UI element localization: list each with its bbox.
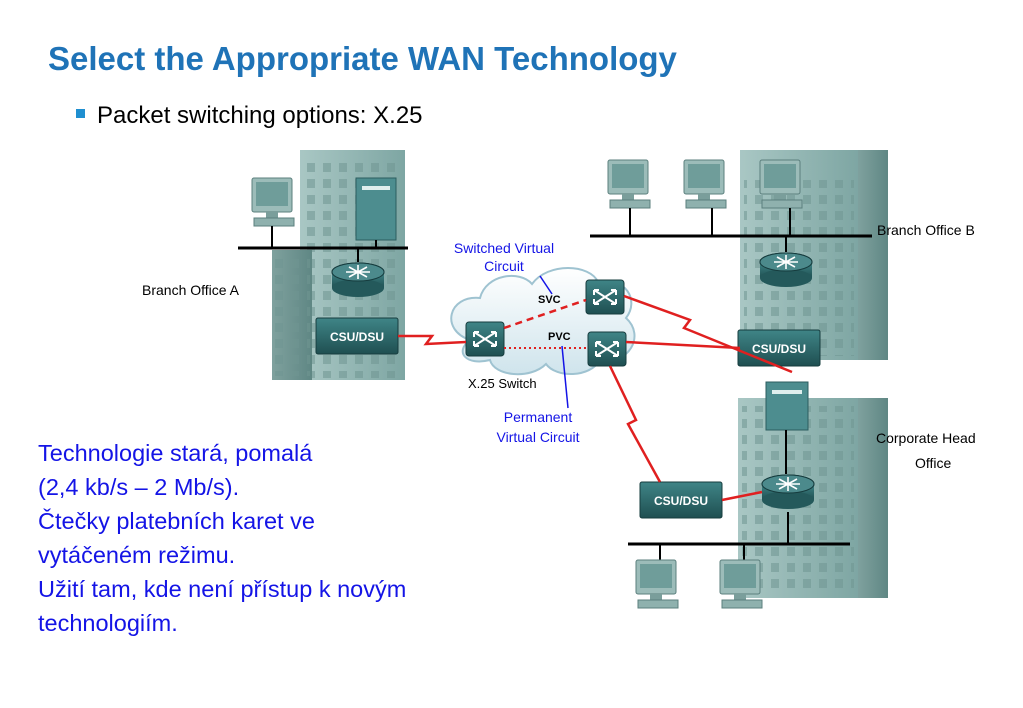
x25-cloud: SVC PVC X.25 Switch xyxy=(450,267,636,391)
branch-b-label: Branch Office B xyxy=(877,222,975,238)
branch-b-pc-3 xyxy=(759,159,803,209)
wan-link-branch-b-lower xyxy=(625,340,741,350)
wan-link-branch-b-upper xyxy=(623,294,793,374)
branch-b-building-side xyxy=(858,150,888,360)
svc-callout-line1: Switched Virtual xyxy=(454,240,554,256)
corporate-label-line2: Office xyxy=(915,455,952,471)
svc-callout-line2: Circuit xyxy=(484,258,524,274)
pvc-label: PVC xyxy=(548,331,571,343)
bullet-text: Packet switching options: X.25 xyxy=(97,102,423,129)
svc-callout-pointer xyxy=(539,275,553,295)
body-line-5: Užití tam, kde není přístup k novým xyxy=(38,576,407,602)
body-line-3: Čtečky platebních karet ve xyxy=(38,508,315,534)
bullet-item: Packet switching options: X.25 xyxy=(76,102,423,130)
body-text: Technologie stará, pomalá (2,4 kb/s – 2 … xyxy=(38,436,406,640)
wan-link-branch-a xyxy=(398,334,467,346)
branch-office-b: CSU/DSU Branch Office B xyxy=(590,150,975,367)
corporate-head-office: CSU/DSU Corporate Head Office xyxy=(628,381,976,609)
corporate-server-slot xyxy=(772,390,802,394)
x25-switch-bottom-icon xyxy=(587,331,627,367)
wan-link-corporate xyxy=(608,365,662,483)
branch-b-pc-2 xyxy=(683,159,727,209)
slide-title: Select the Appropriate WAN Technology xyxy=(48,40,677,77)
corporate-building-side xyxy=(858,398,888,598)
branch-a-label: Branch Office A xyxy=(142,282,240,298)
branch-b-csu-dsu-label: CSU/DSU xyxy=(752,342,806,356)
branch-a-router-icon xyxy=(331,262,385,298)
corporate-pc-2 xyxy=(719,559,763,609)
x25-switch-left-icon xyxy=(465,321,505,357)
branch-b-router-icon xyxy=(759,252,813,288)
corporate-server xyxy=(765,381,809,431)
branch-a-server-slot xyxy=(362,186,390,190)
pvc-callout-line1: Permanent xyxy=(504,409,573,425)
corporate-csu-dsu-label: CSU/DSU xyxy=(654,494,708,508)
body-line-2: (2,4 kb/s – 2 Mb/s). xyxy=(38,474,240,500)
svc-label: SVC xyxy=(538,294,561,306)
svc-dashed-link xyxy=(503,298,587,330)
branch-b-pc-1 xyxy=(607,159,651,209)
body-line-4: vytáčeném režimu. xyxy=(38,542,236,568)
x25-switch-top-icon xyxy=(585,279,625,315)
bullet-square-icon xyxy=(76,109,85,119)
x25-switch-label: X.25 Switch xyxy=(468,376,537,391)
branch-a-building-side-windows xyxy=(274,256,310,376)
branch-a-pc xyxy=(251,177,295,227)
corporate-csu-to-router xyxy=(721,490,763,502)
body-line-1: Technologie stará, pomalá xyxy=(38,440,313,466)
body-line-6: technologiím. xyxy=(38,610,178,636)
pvc-callout-pointer xyxy=(561,345,569,409)
corporate-router-icon xyxy=(761,474,815,510)
corporate-label-line1: Corporate Head xyxy=(876,430,976,446)
branch-office-a: CSU/DSU Branch Office A xyxy=(142,150,408,380)
branch-a-csu-dsu-label: CSU/DSU xyxy=(330,330,384,344)
pvc-callout-line2: Virtual Circuit xyxy=(497,429,580,445)
corporate-pc-1 xyxy=(635,559,679,609)
